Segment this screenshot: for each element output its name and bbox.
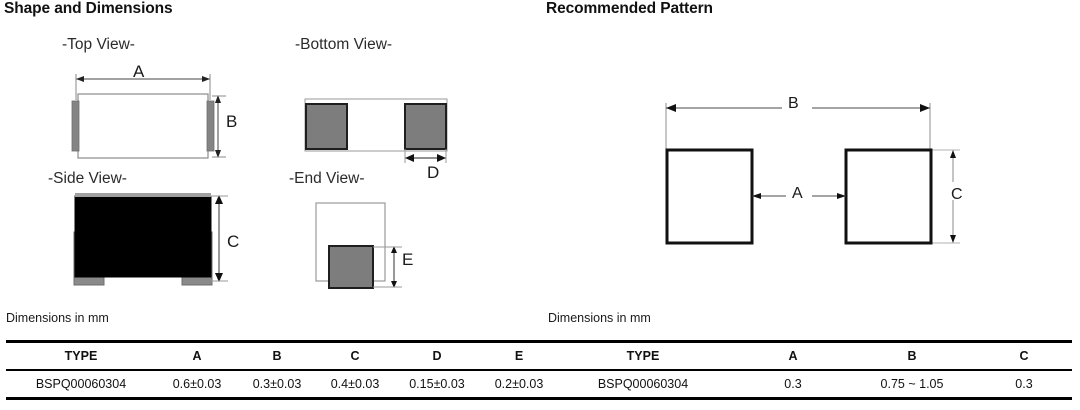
side-view-body-top-edge [75,193,211,197]
col-header-b: B [272,349,282,363]
cell-c: 0.4±0.03 [330,377,380,391]
table-row: BSPQ00060304 0.3 0.75 ~ 1.05 0.3 [548,370,1072,399]
view-label-bottom: -Bottom View- [295,36,393,53]
table-header-row: TYPE A B C D E [6,341,558,370]
cell-e: 0.2±0.03 [494,377,544,391]
cell-c: 0.3 [1015,377,1033,391]
view-label-end: -End View- [289,170,365,187]
col-header-a: A [192,349,202,363]
shape-and-dimensions-panel: Shape and Dimensions -Top View- -Bottom … [4,0,558,399]
drawing-top-view [71,74,448,289]
cell-a: 0.3 [784,377,802,391]
col-header-c: C [350,349,360,363]
recommended-pattern-panel: Recommended Pattern B A C [540,0,1080,410]
col-header-e: E [514,349,524,363]
col-header-c: C [1019,349,1029,363]
cell-d: 0.15±0.03 [409,377,465,391]
cell-type: BSPQ00060304 [35,377,127,391]
side-view-body [74,195,212,278]
dimension-c-pattern [950,150,956,243]
dim-letter-c-side-view: C [227,232,240,251]
dimension-a-pattern [752,193,846,199]
cell-type: BSPQ00060304 [597,377,689,391]
dimension-b-top [212,95,226,158]
dim-letter-b-pattern: B [788,95,799,112]
top-view-terminal-right [206,100,215,152]
view-label-side: -Side View- [48,170,127,187]
bottom-view-pad-left [305,103,348,150]
col-header-d: D [432,349,442,363]
dimension-a-top [75,74,211,100]
units-note-left: Dimensions in mm [6,311,109,325]
section-heading-shape-and-dimensions: Shape and Dimensions [4,0,173,17]
col-header-type: TYPE [626,349,660,363]
end-view-terminal [328,245,374,289]
dimension-b-pattern [666,104,930,112]
dim-letter-b-top-view: B [226,112,238,131]
dim-letter-a-top-view: A [133,62,145,81]
dimensions-table-right: TYPE A B C BSPQ00060304 0.3 0.75 ~ 1.05 … [548,340,1072,400]
section-heading-recommended-pattern: Recommended Pattern [546,0,713,17]
view-label-top: -Top View- [62,36,135,53]
dimension-c-side [211,195,228,282]
dim-letter-c-pattern: C [951,186,963,203]
cell-b: 0.75 ~ 1.05 [880,377,944,391]
dimensions-table-left: TYPE A B C D E BSPQ00060304 0.6±0.03 0.3… [6,340,558,400]
cell-a: 0.6±0.03 [172,377,222,391]
col-header-b: B [907,349,917,363]
dim-letter-d-bottom-view: D [427,163,440,182]
drawing-recommended-pattern [665,103,960,245]
dimension-e-end [373,246,402,288]
table-row: BSPQ00060304 0.6±0.03 0.3±0.03 0.4±0.03 … [6,370,558,399]
pattern-pad-left [665,148,754,245]
top-view-terminal-left [71,100,80,152]
units-note-right: Dimensions in mm [548,311,651,325]
top-view-body [77,93,209,159]
col-header-type: TYPE [64,349,98,363]
dim-letter-e-end-view: E [402,250,414,269]
col-header-a: A [788,349,798,363]
pattern-pad-right [844,148,933,245]
bottom-view-pad-right [404,103,447,150]
dim-letter-a-pattern: A [792,185,803,202]
cell-b: 0.3±0.03 [252,377,302,391]
table-header-row: TYPE A B C [548,341,1072,370]
dimension-d-bottom [404,149,447,163]
